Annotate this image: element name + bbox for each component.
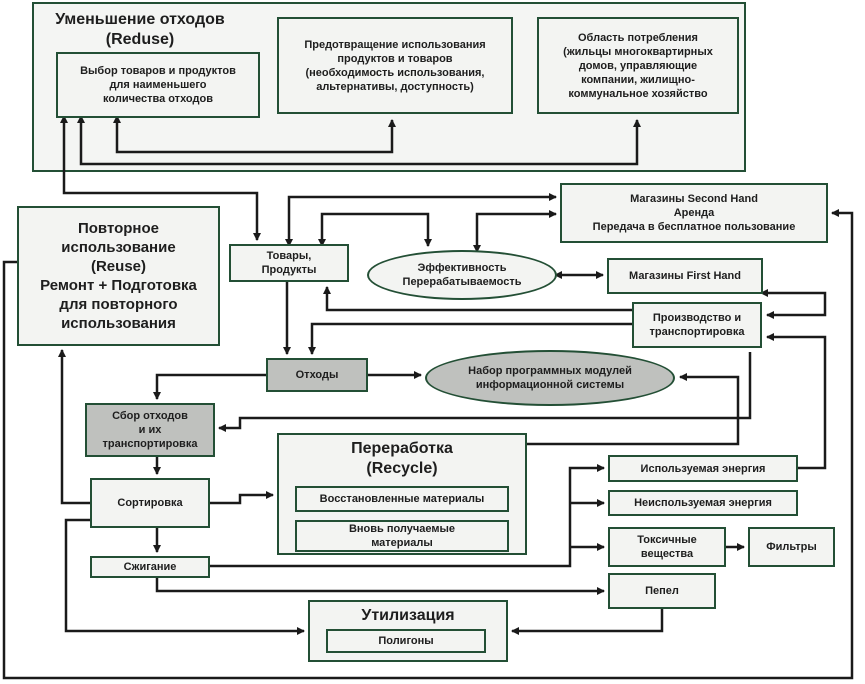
prevention-box[interactable]: Предотвращение использования продуктов и… — [277, 17, 513, 114]
production-box[interactable]: Производство и транспортировка — [632, 302, 762, 348]
sorting-box[interactable]: Сортировка — [90, 478, 210, 528]
connector-sorting-disposal — [64, 518, 305, 635]
reduce-title: Уменьшение отходов (Reduse) — [55, 11, 225, 48]
connector-consumption-selection — [77, 115, 641, 166]
connector-selection-goods — [60, 115, 261, 241]
connector-ash-disposal — [511, 609, 664, 635]
connector-production-goods — [323, 286, 632, 312]
restored-materials-box[interactable]: Восстановленные материалы — [295, 486, 509, 512]
connector-recycle-software — [527, 373, 740, 446]
ash-box[interactable]: Пепел — [608, 573, 716, 609]
goods-box[interactable]: Товары, Продукты — [229, 244, 349, 282]
incineration-box[interactable]: Сжигание — [90, 556, 210, 578]
collection-box[interactable]: Сбор отходов и их транспортировка — [85, 403, 215, 457]
consumption-area-box[interactable]: Область потребления (жильцы многоквартир… — [537, 17, 739, 114]
new-materials-box[interactable]: Вновь получаемые материалы — [295, 520, 509, 552]
connector-incineration-energy — [210, 464, 605, 568]
unused-energy-box[interactable]: Неиспользуемая энергия — [608, 490, 798, 516]
recycle-title: Переработка (Recycle) — [351, 440, 453, 477]
used-energy-box[interactable]: Используемая энергия — [608, 455, 798, 482]
connector-goods-efficiency — [318, 212, 432, 247]
filters-box[interactable]: Фильтры — [748, 527, 835, 567]
connector-incineration-ash — [155, 578, 605, 595]
selection-box[interactable]: Выбор товаров и продуктов для наименьшег… — [56, 52, 260, 118]
connector-to-collection — [218, 352, 752, 432]
landfills-box[interactable]: Полигоны — [326, 629, 486, 653]
waste-box[interactable]: Отходы — [266, 358, 368, 392]
toxic-box[interactable]: Токсичные вещества — [608, 527, 726, 567]
connector-prevention-selection — [113, 115, 396, 154]
software-modules-ellipse[interactable]: Набор программных модулей информационной… — [425, 350, 675, 406]
connector-waste-collection — [153, 373, 266, 400]
second-hand-box[interactable]: Магазины Second Hand Аренда Передача в б… — [560, 183, 828, 243]
connector-production-waste — [308, 322, 632, 355]
efficiency-ellipse[interactable]: Эффективность Перерабатываемость — [367, 250, 557, 300]
reuse-box[interactable]: Повторное использование (Reuse) Ремонт +… — [17, 206, 220, 346]
connector-sorting-recycle — [210, 491, 274, 505]
connector-reuse-second-hand — [2, 209, 854, 680]
connector-goods-second-hand — [285, 193, 557, 247]
connector-efficiency-second-hand — [473, 210, 557, 253]
connector-used-energy-production — [766, 333, 827, 470]
connector-sorting-reuse — [58, 349, 90, 505]
connector-loop-first-hand-production — [760, 289, 827, 319]
first-hand-box[interactable]: Магазины First Hand — [607, 258, 763, 294]
disposal-title: Утилизация — [361, 607, 455, 624]
